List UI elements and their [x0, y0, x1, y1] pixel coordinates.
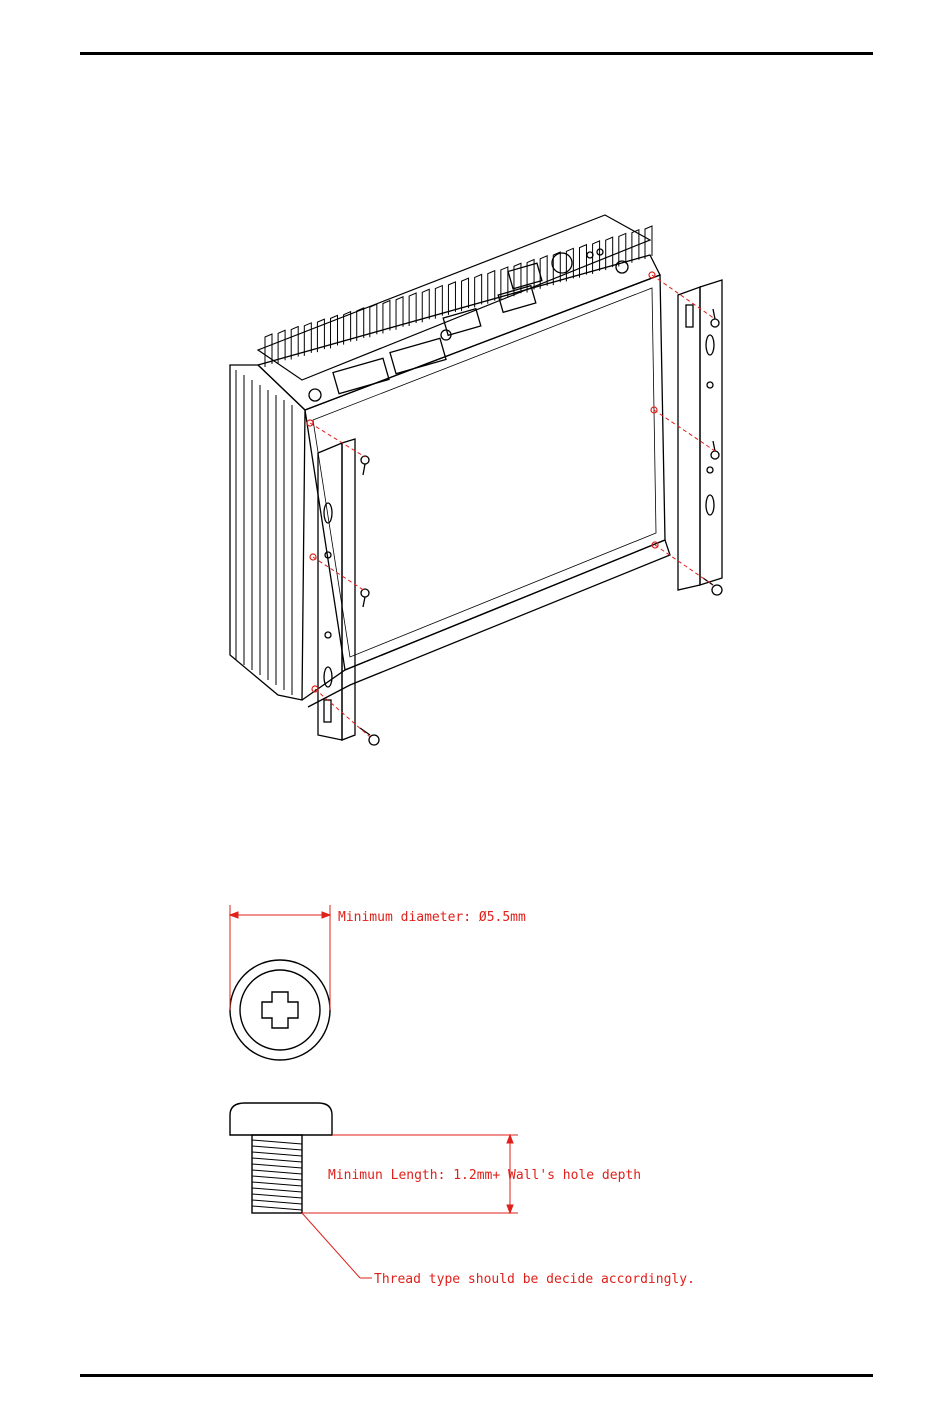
mounting-screw	[361, 589, 369, 607]
length-dimension	[302, 1135, 518, 1278]
footer-rule	[80, 1374, 873, 1377]
screw-top-view	[230, 960, 330, 1060]
screw-thread	[252, 1146, 302, 1150]
header-rule	[80, 52, 873, 55]
screw-thread	[252, 1182, 302, 1186]
screw-thread	[252, 1170, 302, 1174]
screw-side-view	[230, 1103, 332, 1213]
db9-connector	[390, 338, 446, 373]
screw-specification-diagram: Minimum diameter: Ø5.5mm Minimun Length:…	[200, 890, 820, 1310]
screw-thread	[252, 1194, 302, 1198]
front-panel-face	[305, 275, 665, 670]
side-heatsink-fins	[236, 370, 292, 695]
screw-thread	[252, 1140, 302, 1144]
screw-thread	[252, 1200, 302, 1204]
bottom-lip	[302, 540, 670, 707]
screw-holes	[307, 272, 658, 692]
wall-mount-assembly-diagram	[210, 195, 750, 755]
heatsink-fin	[645, 226, 652, 259]
screw-thread	[252, 1152, 302, 1156]
antenna-hole	[309, 389, 321, 401]
mounting-screw	[711, 309, 719, 327]
mounting-screw	[361, 456, 369, 475]
phillips-cross-icon	[262, 992, 298, 1028]
min-diameter-label: Minimum diameter: Ø5.5mm	[338, 910, 526, 925]
thread-note: Thread type should be decide accordingly…	[374, 1272, 695, 1287]
heatsink-fins	[265, 226, 652, 367]
screw-thread	[252, 1188, 302, 1192]
min-length-label: Minimun Length: 1.2mm+ Wall's hole depth	[328, 1168, 641, 1183]
heatsink-fins-top	[258, 215, 650, 380]
diameter-dimension	[230, 905, 330, 1010]
screw-thread	[252, 1176, 302, 1180]
left-mount-bracket	[318, 439, 355, 740]
dc-jack	[552, 253, 572, 273]
mounting-screw	[711, 441, 719, 459]
screw-thread	[252, 1164, 302, 1168]
screw-thread	[252, 1206, 302, 1210]
alignment-guides	[310, 275, 715, 737]
screw-thread	[252, 1158, 302, 1162]
